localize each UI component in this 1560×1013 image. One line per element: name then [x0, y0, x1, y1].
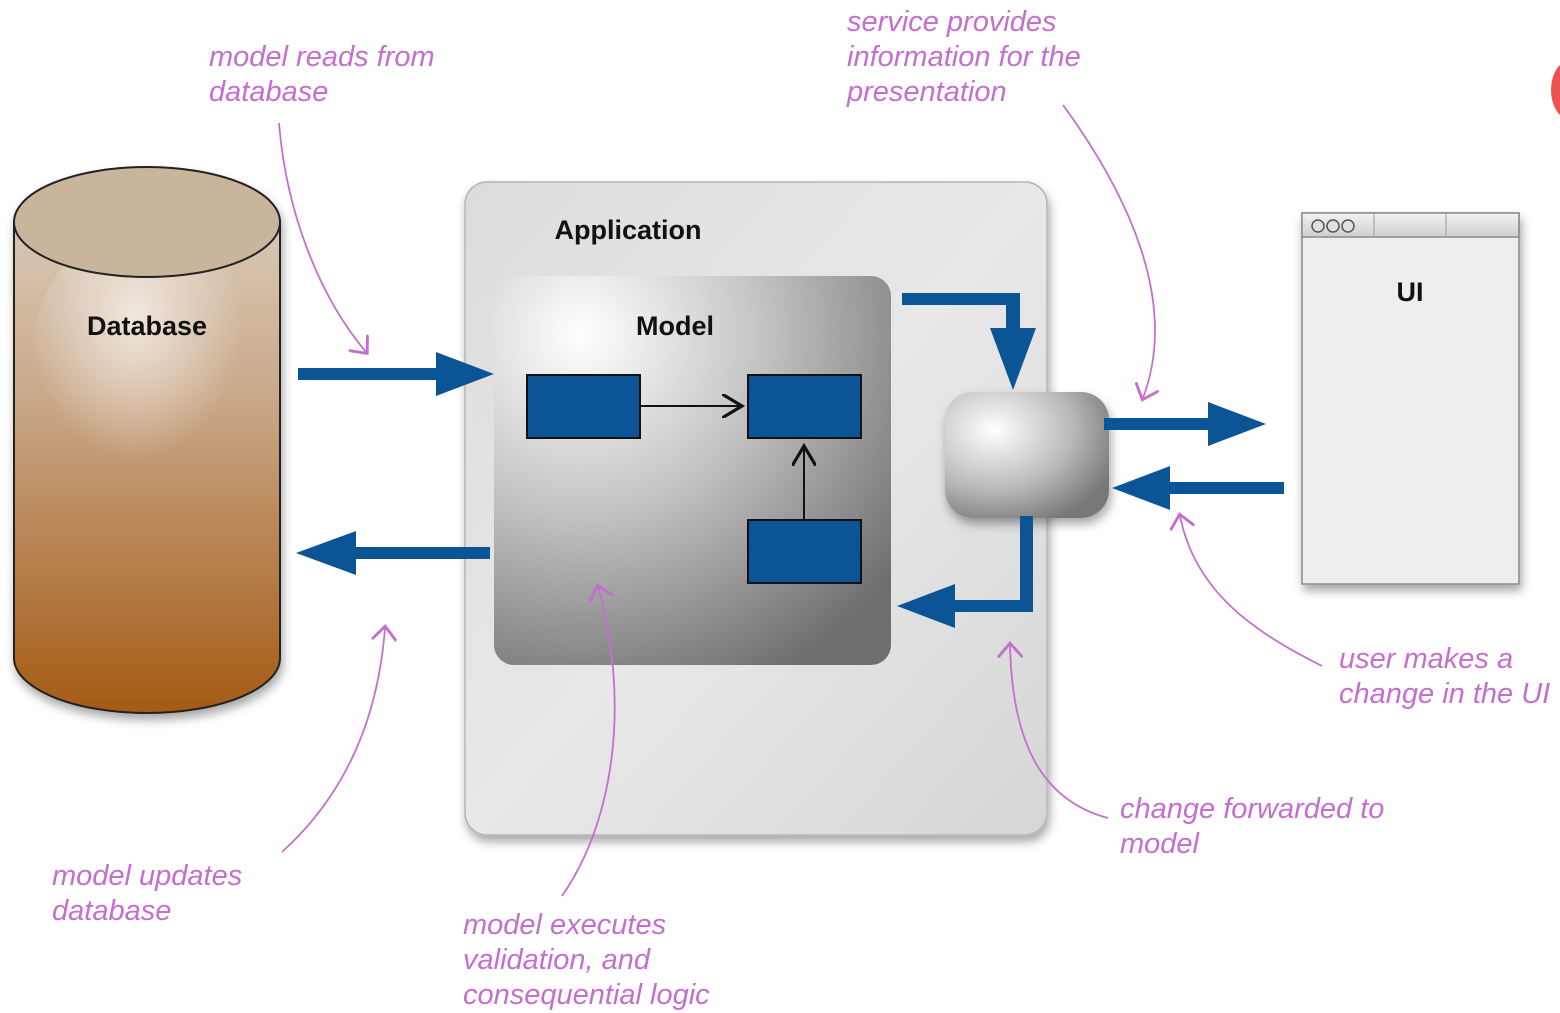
model-component-2	[747, 374, 862, 439]
annotation-service-provides: service provides information for the pre…	[847, 6, 1081, 108]
pointer-model-executes	[561, 587, 616, 897]
ui-label: UI	[1397, 277, 1424, 307]
database-label: Database	[87, 311, 207, 341]
pointer-change-forwarded	[1010, 645, 1109, 819]
arrow-service-to-model	[897, 516, 1033, 628]
annotation-change-forwarded: change forwarded to model	[1120, 793, 1385, 860]
service-node	[945, 392, 1109, 518]
pointer-service-provides	[1062, 104, 1155, 398]
arrow-db-to-model	[298, 352, 494, 396]
window-control-buttons	[1311, 219, 1355, 233]
accent-dot	[1551, 60, 1560, 120]
annotation-user-change: user makes a change in the UI	[1339, 643, 1551, 710]
database-cylinder	[13, 166, 281, 714]
arrow-model-to-db	[296, 531, 490, 575]
arrow-service-to-ui	[1104, 402, 1266, 446]
pointer-model-reads	[278, 122, 366, 352]
pointer-user-change	[1180, 516, 1323, 667]
model-component-3	[747, 519, 862, 584]
arrow-model-to-service	[902, 293, 1036, 390]
annotation-model-executes: model executes validation, and consequen…	[463, 909, 710, 1011]
model-label: Model	[636, 311, 714, 341]
application-label: Application	[555, 215, 702, 245]
model-component-1	[526, 374, 641, 439]
pointer-model-updates	[281, 628, 385, 853]
annotation-model-reads: model reads from database	[209, 41, 435, 108]
arrow-ui-to-service	[1112, 466, 1284, 510]
annotation-model-updates: model updates database	[52, 860, 243, 927]
ui-window	[1301, 212, 1520, 585]
